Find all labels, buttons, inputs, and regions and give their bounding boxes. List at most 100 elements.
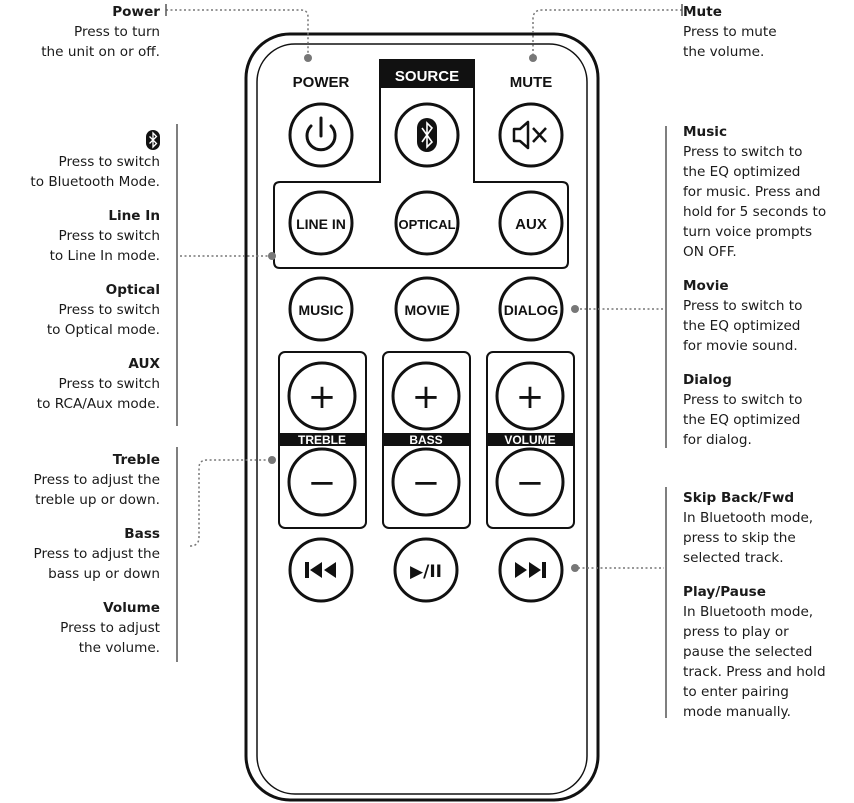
movie-button-label: MOVIE (404, 302, 449, 318)
remote-body-inner (256, 43, 588, 795)
bluetooth-callout-desc: Press to switch to Bluetooth Mode. (30, 154, 160, 190)
skip-forward-button[interactable] (498, 537, 564, 603)
mute-callout-title: Mute (683, 4, 722, 20)
mute-callout: Mute Press to mute the volume. (683, 2, 843, 62)
power-callout-desc: Press to turn the unit on or off. (41, 24, 160, 60)
movie-callout-title: Movie (683, 278, 729, 294)
dialog-callout-title: Dialog (683, 372, 732, 388)
movie-callout: Movie Press to switch to the EQ optimize… (683, 276, 851, 356)
optical-button[interactable]: OPTICAL (394, 190, 460, 256)
bass-up-button[interactable]: + (391, 361, 461, 431)
treble-callout-desc: Press to adjust the treble up or down. (33, 472, 160, 508)
bluetooth-callout: Press to switch to Bluetooth Mode. (8, 130, 160, 192)
music-callout-desc: Press to switch to the EQ optimized for … (683, 144, 827, 260)
skip-back-button[interactable] (288, 537, 354, 603)
music-button-label: MUSIC (298, 302, 343, 318)
dialog-button[interactable]: DIALOG (498, 276, 564, 342)
bluetooth-icon (417, 118, 437, 152)
power-callout: Power Press to turn the unit on or off. (20, 2, 160, 62)
dialog-button-label: DIALOG (504, 302, 559, 318)
play-pause-label: ▶/II (410, 562, 442, 582)
music-callout-title: Music (683, 124, 728, 140)
volume-down-button[interactable]: − (495, 447, 565, 517)
power-icon (305, 116, 337, 152)
volume-callout-title: Volume (103, 600, 160, 616)
skip-forward-icon (515, 562, 546, 578)
aux-callout: AUX Press to switch to RCA/Aux mode. (8, 354, 160, 414)
bass-down-button[interactable]: − (391, 447, 461, 517)
callout-dots (268, 54, 579, 572)
optical-button-label: OPTICAL (398, 217, 455, 232)
treble-label: TREBLE (298, 433, 346, 447)
skip-callout: Skip Back/Fwd In Bluetooth mode, press t… (683, 488, 843, 568)
source-label-bg (380, 60, 474, 88)
bass-callout-title: Bass (124, 526, 160, 542)
volume-label-bg (488, 433, 573, 446)
line-in-callout-desc: Press to switch to Line In mode. (49, 228, 160, 264)
dialog-callout: Dialog Press to switch to the EQ optimiz… (683, 370, 851, 450)
mute-button[interactable] (498, 102, 564, 168)
aux-callout-desc: Press to switch to RCA/Aux mode. (36, 376, 160, 412)
movie-callout-desc: Press to switch to the EQ optimized for … (683, 298, 803, 354)
skip-back-icon (305, 562, 336, 578)
volume-label: VOLUME (504, 433, 555, 447)
skip-callout-title: Skip Back/Fwd (683, 490, 795, 506)
power-button[interactable] (288, 102, 354, 168)
volume-up-button[interactable]: + (495, 361, 565, 431)
bass-callout: Bass Press to adjust the bass up or down (8, 524, 160, 584)
skip-callout-desc: In Bluetooth mode, press to skip the sel… (683, 510, 814, 566)
treble-up-label: + (308, 377, 337, 417)
eq-callouts: Music Press to switch to the EQ optimize… (683, 122, 851, 464)
aux-button[interactable]: AUX (498, 190, 564, 256)
aux-callout-title: AUX (128, 356, 160, 372)
optical-callout: Optical Press to switch to Optical mode. (8, 280, 160, 340)
bass-group-frame (382, 351, 471, 529)
treble-down-label: − (308, 463, 337, 503)
aux-button-label: AUX (515, 216, 547, 233)
optical-callout-desc: Press to switch to Optical mode. (46, 302, 160, 338)
bluetooth-button[interactable] (394, 102, 460, 168)
transport-callouts: Skip Back/Fwd In Bluetooth mode, press t… (683, 488, 843, 736)
music-callout: Music Press to switch to the EQ optimize… (683, 122, 851, 262)
treble-down-button[interactable]: − (287, 447, 357, 517)
treble-up-button[interactable]: + (287, 361, 357, 431)
volume-down-label: − (516, 463, 545, 503)
callout-brackets (165, 4, 683, 718)
line-in-callout: Line In Press to switch to Line In mode. (8, 206, 160, 266)
play-pause-callout-title: Play/Pause (683, 584, 766, 600)
treble-group-frame (278, 351, 367, 529)
power-label: POWER (293, 74, 350, 91)
play-pause-callout: Play/Pause In Bluetooth mode, press to p… (683, 582, 843, 722)
play-pause-callout-desc: In Bluetooth mode, press to play or paus… (683, 604, 826, 720)
bass-callout-desc: Press to adjust the bass up or down (33, 546, 160, 582)
power-callout-title: Power (112, 4, 160, 20)
source-callouts: Press to switch to Bluetooth Mode. Line … (8, 130, 160, 428)
bass-up-label: + (412, 377, 441, 417)
dialog-callout-desc: Press to switch to the EQ optimized for … (683, 392, 803, 448)
line-in-button-label: LINE IN (296, 216, 346, 232)
music-button[interactable]: MUSIC (288, 276, 354, 342)
mute-speaker-icon (512, 120, 547, 150)
mute-label: MUTE (510, 74, 553, 91)
bass-label: BASS (409, 433, 442, 447)
play-pause-button[interactable]: ▶/II (393, 537, 459, 603)
volume-up-label: + (516, 377, 545, 417)
mute-callout-desc: Press to mute the volume. (683, 24, 777, 60)
treble-callout: Treble Press to adjust the treble up or … (8, 450, 160, 510)
line-in-callout-title: Line In (108, 208, 160, 224)
bass-label-bg (384, 433, 469, 446)
source-group-frame (273, 59, 569, 269)
volume-callout: Volume Press to adjust the volume. (8, 598, 160, 658)
bluetooth-icon (8, 130, 160, 150)
treble-callout-title: Treble (112, 452, 160, 468)
line-in-button[interactable]: LINE IN (288, 190, 354, 256)
callout-lines (166, 9, 682, 569)
bass-down-label: − (412, 463, 441, 503)
treble-label-bg (280, 433, 365, 446)
adjust-callouts: Treble Press to adjust the treble up or … (8, 450, 160, 672)
volume-group-frame (486, 351, 575, 529)
volume-callout-desc: Press to adjust the volume. (60, 620, 160, 656)
source-label: SOURCE (395, 68, 459, 85)
movie-button[interactable]: MOVIE (394, 276, 460, 342)
